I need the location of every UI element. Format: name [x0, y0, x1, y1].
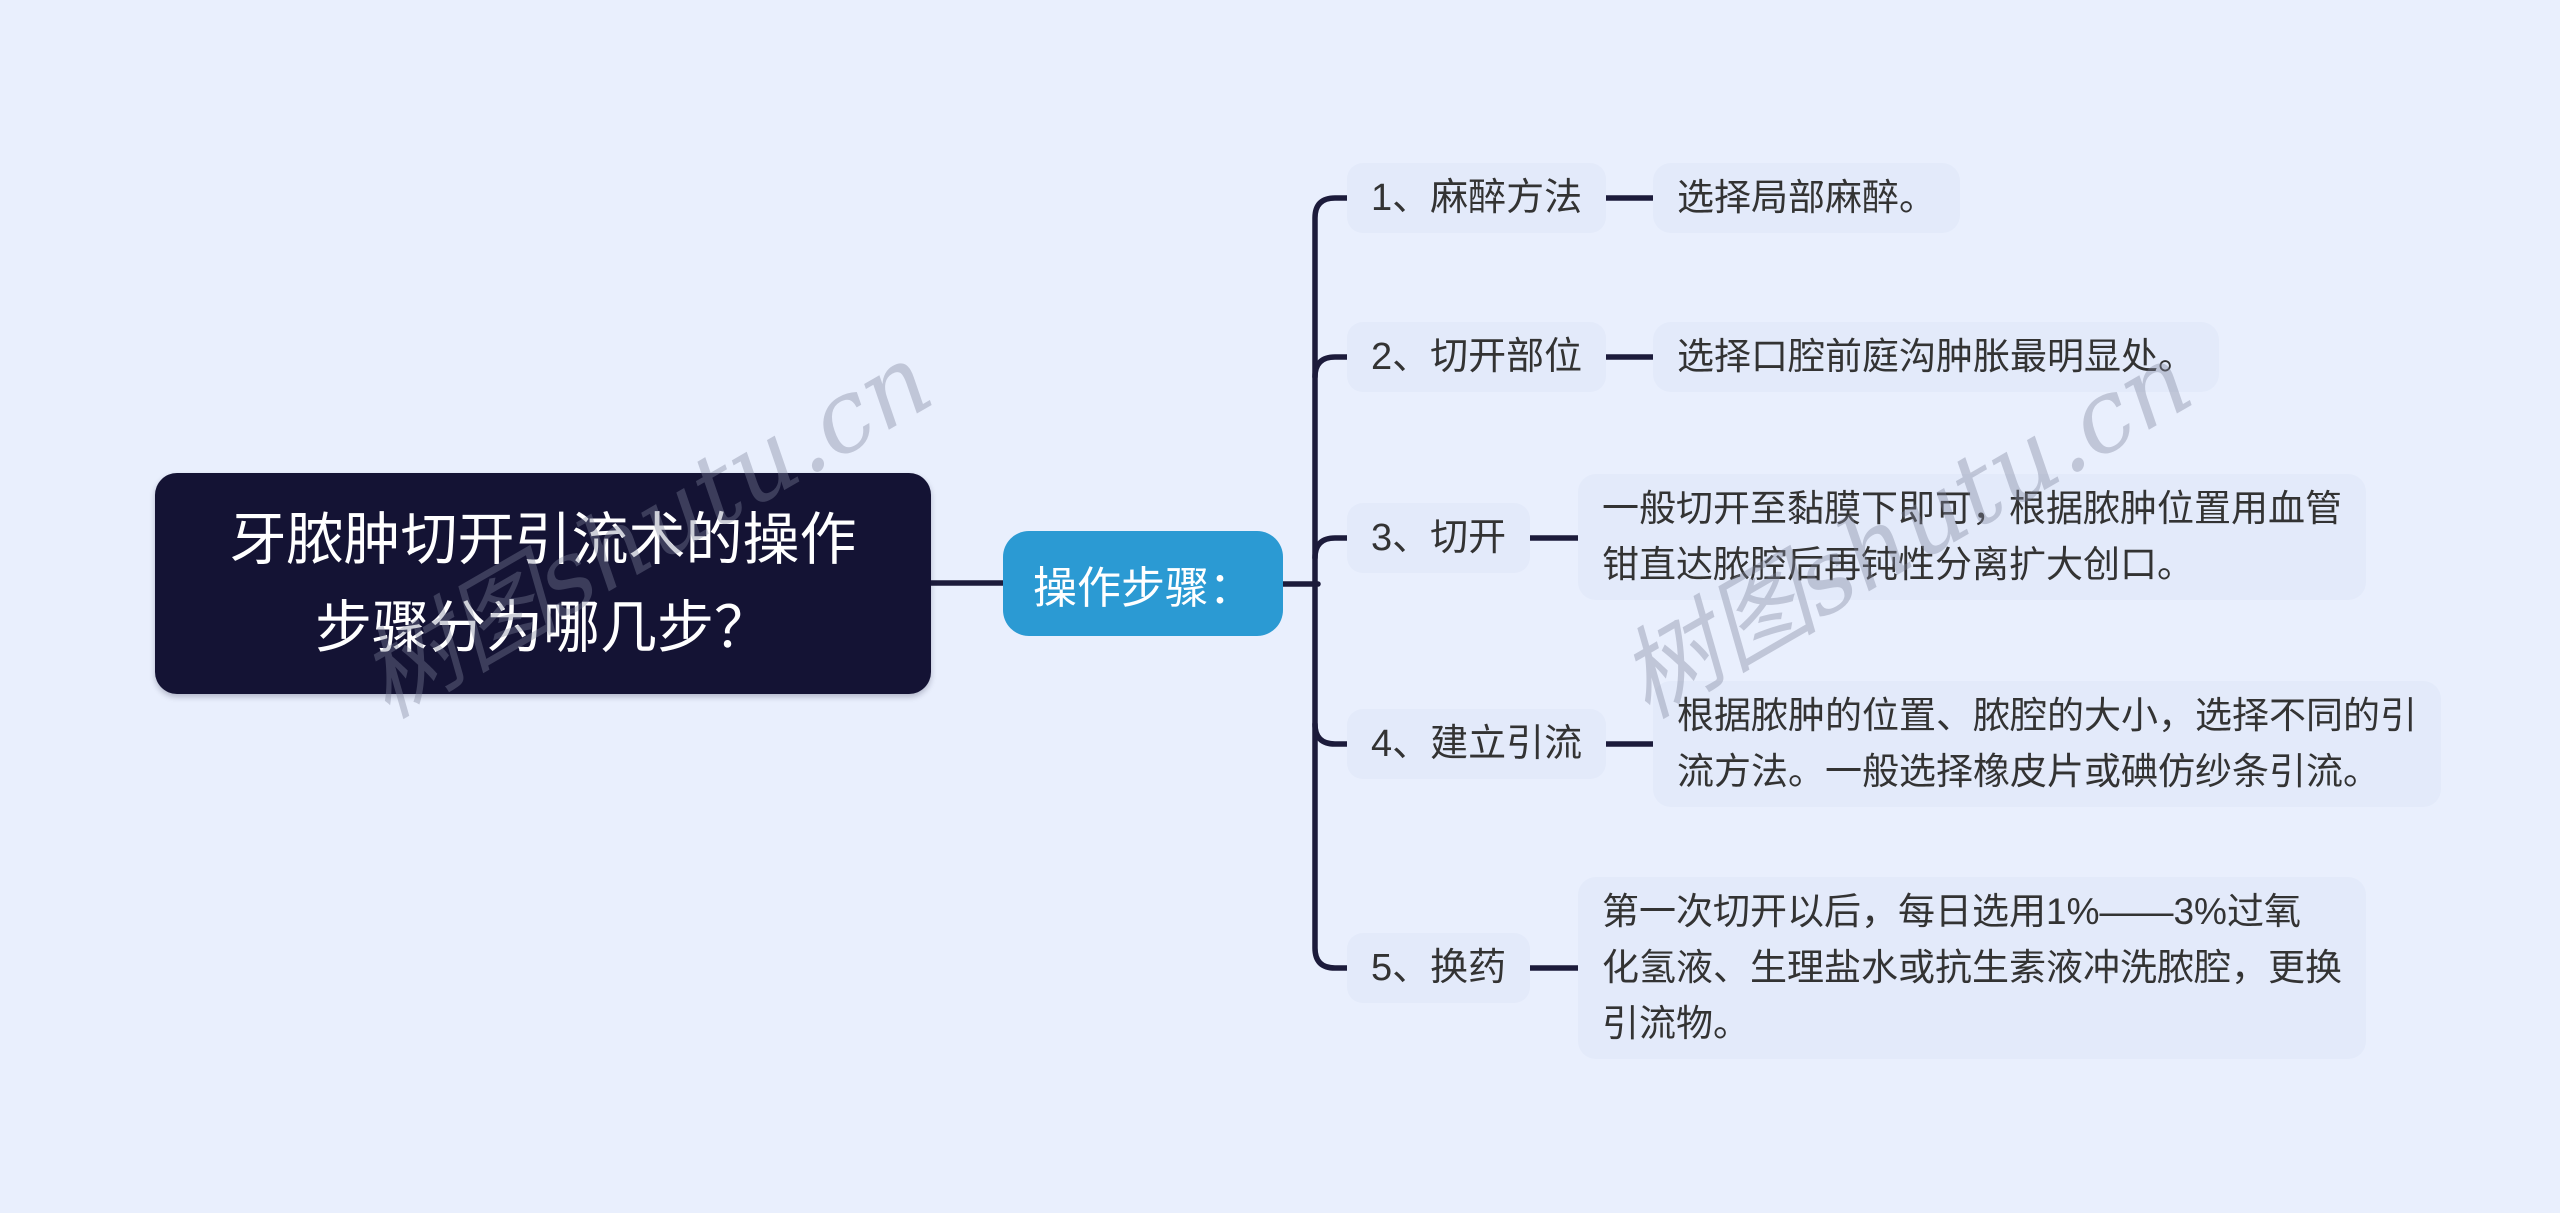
- branch-node-4[interactable]: 4、建立引流: [1347, 709, 1607, 779]
- branch-node-1[interactable]: 1、麻醉方法: [1347, 163, 1607, 233]
- branch-detail-node-4[interactable]: 根据脓肿的位置、脓腔的大小，选择不同的引 流方法。一般选择橡皮片或碘仿纱条引流。: [1653, 681, 2441, 807]
- branch-node-3[interactable]: 3、切开: [1347, 503, 1531, 573]
- branch-node-5[interactable]: 5、换药: [1347, 933, 1531, 1003]
- connector-elbow-4: [1312, 721, 1350, 747]
- branch-detail-node-5[interactable]: 第一次切开以后，每日选用1%——3%过氧 化氢液、生理盐水或抗生素液冲洗脓腔，更…: [1578, 877, 2366, 1059]
- connector-elbow-2: [1312, 354, 1350, 380]
- branch-detail-node-3[interactable]: 一般切开至黏膜下即可，根据脓肿位置用血管 钳直达脓腔后再钝性分离扩大创口。: [1578, 474, 2366, 600]
- connector-elbow-3: [1312, 535, 1350, 561]
- branch-detail-node-2[interactable]: 选择口腔前庭沟肿胀最明显处。: [1653, 322, 2219, 392]
- root-topic-node[interactable]: 牙脓肿切开引流术的操作 步骤分为哪几步？: [155, 473, 931, 694]
- branch-node-2[interactable]: 2、切开部位: [1347, 322, 1607, 392]
- branch-detail-node-1[interactable]: 选择局部麻醉。: [1653, 163, 1960, 233]
- connector-spine: [1312, 195, 1350, 971]
- hub-node-operation-steps[interactable]: 操作步骤：: [1003, 531, 1283, 636]
